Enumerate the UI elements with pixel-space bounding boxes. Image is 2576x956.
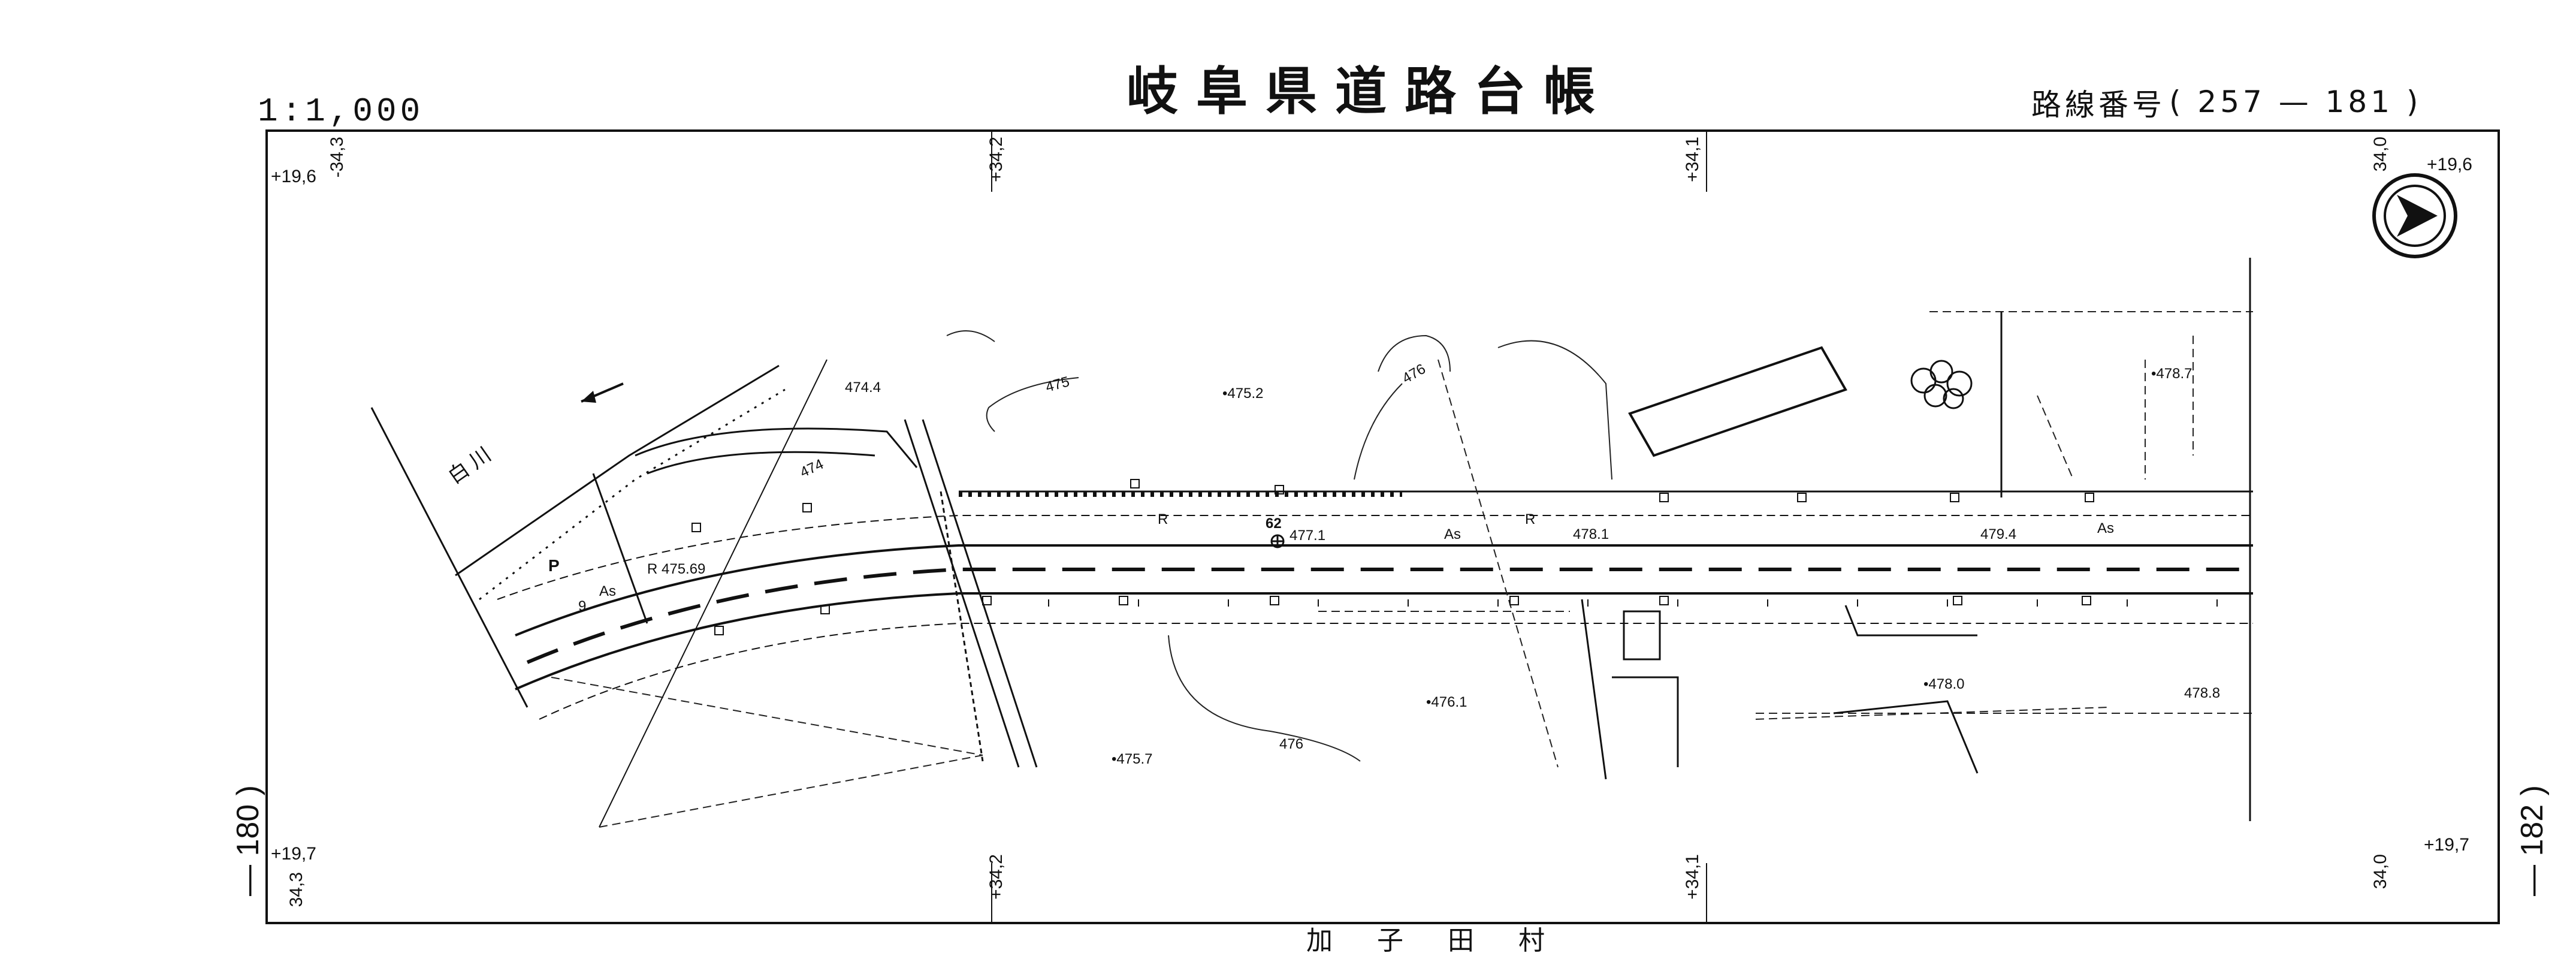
adjacent-sheet-right[interactable]: — 182 ) xyxy=(2515,785,2550,896)
grid-label-bottom-mid2: +34,1 xyxy=(1683,854,1702,900)
side-road xyxy=(635,419,1038,768)
pavement-label-mid: As xyxy=(1444,526,1461,542)
grid-label-bottom-right-x: 34,0 xyxy=(2370,854,2390,889)
benchmark-number: 62 xyxy=(1266,515,1282,532)
grid-label-bottom-mid1: +34,2 xyxy=(986,854,1006,900)
route-number: ( 257 — 181 ) xyxy=(2169,85,2422,119)
elevation-4780: •478.0 xyxy=(1923,676,1965,692)
road-r-label-2: R xyxy=(1525,511,1536,527)
road-centerline xyxy=(497,490,2253,720)
pavement-label-left: As xyxy=(599,583,617,599)
parking-label: P xyxy=(548,556,560,575)
contour-476-bottom: 476 xyxy=(1279,736,1304,752)
river-banks xyxy=(370,359,828,828)
shrub-cluster xyxy=(1910,360,1973,409)
benchmark-icon xyxy=(1270,534,1285,548)
elevation-4761: •476.1 xyxy=(1426,694,1467,710)
route-label: 路線番号 xyxy=(2031,88,2166,122)
lower-structures xyxy=(1581,599,1979,780)
grid-label-top-left-y: +19,6 xyxy=(271,167,316,186)
curve-radius-label: R 475.69 xyxy=(647,561,706,577)
contours xyxy=(946,330,1612,762)
grid-label-bottom-left-y: +19,7 xyxy=(271,844,316,864)
benchmark-elevation: 477.1 xyxy=(1289,527,1326,544)
building xyxy=(1628,346,1847,457)
elevation-4787: •478.7 xyxy=(2151,366,2193,382)
drain-symbols xyxy=(691,479,2094,635)
road-edge-symbols xyxy=(1048,599,2218,607)
elevation-4781: 478.1 xyxy=(1573,526,1609,542)
pavement-label-right: As xyxy=(2097,520,2115,536)
elevation-4788: 478.8 xyxy=(2184,685,2221,701)
elevation-4744: 474.4 xyxy=(845,379,881,396)
station-number: 9 xyxy=(578,598,587,614)
grid-label-top-left-x: -34,3 xyxy=(327,137,347,178)
grid-label-bottom-right-y: +19,7 xyxy=(2424,835,2469,855)
river-flow-arrow-icon xyxy=(581,382,624,403)
village-name: 加 子 田 村 xyxy=(1306,925,1563,956)
adjacent-sheet-left[interactable]: — 180 ) xyxy=(231,785,265,896)
elevation-4752: •475.2 xyxy=(1222,385,1264,402)
grid-label-top-mid2: +34,1 xyxy=(1683,137,1702,182)
grid-label-top-right-y: +19,6 xyxy=(2427,155,2472,174)
elevation-4794: 479.4 xyxy=(1980,526,2017,542)
map-scale: 1:1,000 xyxy=(258,92,424,131)
parcel-boundaries xyxy=(551,311,2253,828)
map-frame xyxy=(265,129,2500,924)
grid-label-top-right-x: 34,0 xyxy=(2370,137,2390,172)
page-title: 岐阜県道路台帳 xyxy=(1127,62,1613,122)
elevation-4757: •475.7 xyxy=(1112,751,1153,767)
road-r-label-1: R xyxy=(1158,511,1168,527)
grid-label-bottom-left-x: 34,3 xyxy=(286,872,306,907)
grid-label-top-mid1: +34,2 xyxy=(986,137,1006,182)
north-arrow-icon xyxy=(2372,173,2457,258)
